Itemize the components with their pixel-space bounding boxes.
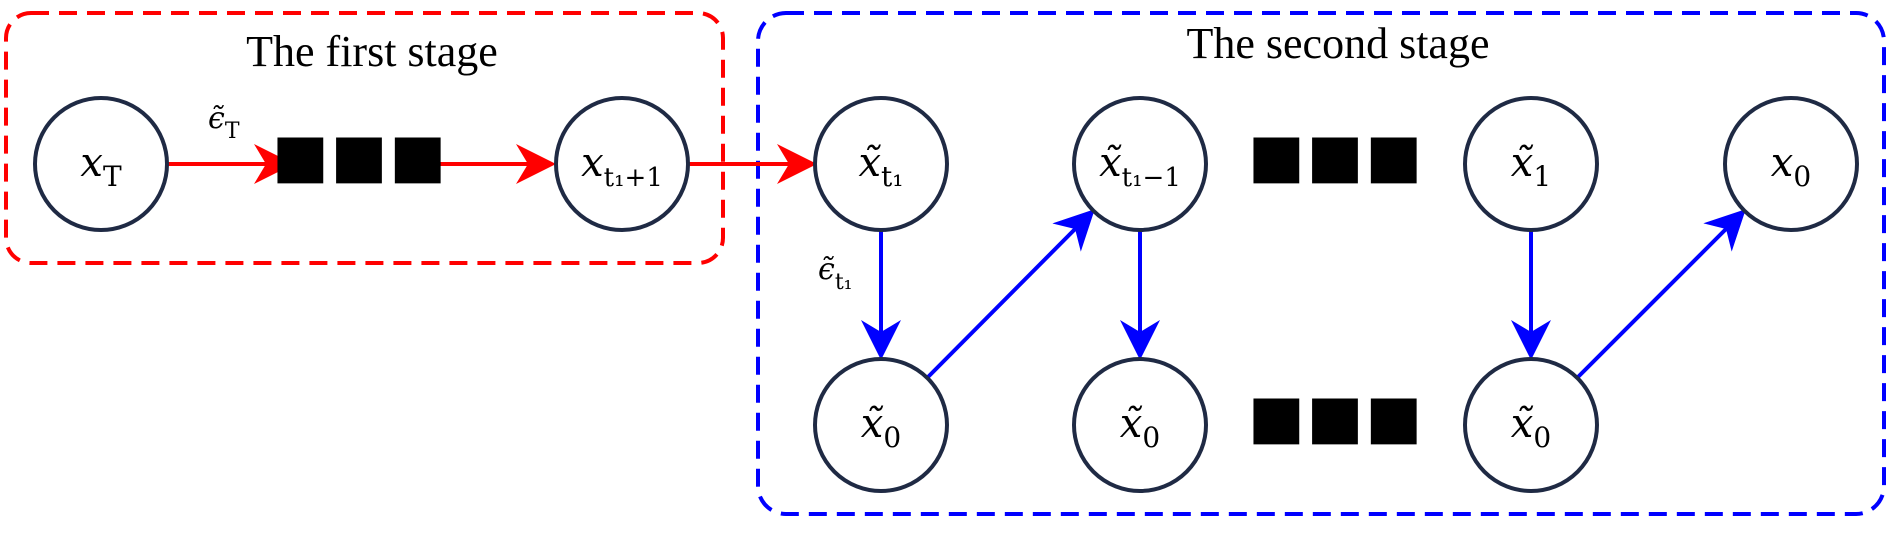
edge-xtilde0-a-to-xtilde-t1m1 <box>926 209 1095 379</box>
edge-xtilde0-c-to-x0 <box>1576 209 1746 379</box>
svg-text:xt₁+1: xt₁+1 <box>581 140 663 193</box>
second-stage-title: The second stage <box>1187 19 1490 68</box>
second-stage-box <box>756 11 1886 516</box>
ellipsis-bottom-row: ■■■ <box>1248 382 1424 452</box>
node-x-t1-plus-1: xt₁+1 <box>554 96 690 232</box>
node-xtilde-0-b: x̃0 <box>1072 357 1208 493</box>
edge-label-epsilon-T: ϵ̃T <box>208 101 240 144</box>
first-stage-box <box>4 11 725 265</box>
node-x-0: x0 <box>1723 96 1859 232</box>
first-stage-title: The first stage <box>246 27 498 76</box>
svg-text:x̃t₁: x̃t₁ <box>858 140 903 193</box>
svg-text:x0: x0 <box>1771 140 1811 193</box>
node-xtilde-0-c: x̃0 <box>1463 357 1599 493</box>
svg-text:x̃0: x̃0 <box>1511 401 1551 454</box>
svg-text:x̃0: x̃0 <box>861 401 901 454</box>
svg-text:x̃1: x̃1 <box>1511 140 1551 193</box>
svg-text:x̃0: x̃0 <box>1120 401 1160 454</box>
node-xtilde-t1-minus-1: x̃t₁−1 <box>1072 96 1208 232</box>
svg-text:xT: xT <box>80 140 122 193</box>
node-xtilde-0-a: x̃0 <box>813 357 949 493</box>
edge-label-epsilon-t1: ϵ̃t₁ <box>818 252 852 295</box>
ellipsis-top-row: ■■■ <box>1248 121 1424 191</box>
svg-text:x̃t₁−1: x̃t₁−1 <box>1099 140 1181 193</box>
node-xtilde-t1: x̃t₁ <box>813 96 949 232</box>
node-x-T: xT <box>33 96 169 232</box>
node-xtilde-1: x̃1 <box>1463 96 1599 232</box>
ellipsis-first-stage: ■■■ <box>272 121 448 191</box>
